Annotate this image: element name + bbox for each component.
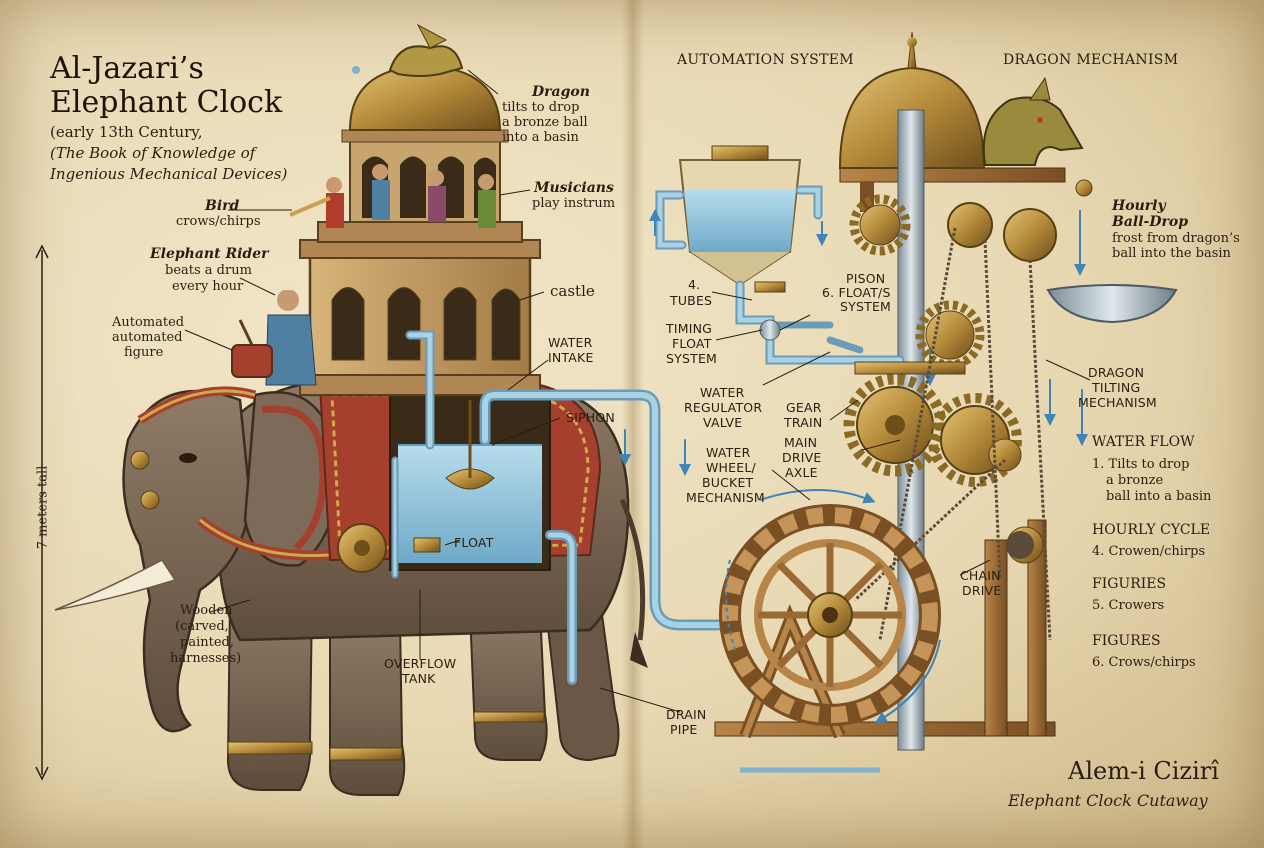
label-castle: castle bbox=[550, 282, 595, 300]
machine-frame bbox=[714, 31, 1178, 751]
label-siphon: SIPHON bbox=[566, 410, 615, 425]
label-wooden-1: Wooden bbox=[180, 603, 233, 618]
castle-tower bbox=[231, 23, 541, 397]
musician-figures bbox=[289, 164, 496, 228]
label-balldrop-desc-1: frost from dragon’s bbox=[1112, 231, 1240, 246]
legend-item: a bronze bbox=[1106, 473, 1164, 488]
header-automation-system: AUTOMATION SYSTEM bbox=[677, 52, 854, 68]
water-wheel bbox=[719, 489, 941, 773]
label-tilting-1: DRAGON bbox=[1088, 365, 1145, 380]
legend-item: 5. Crowers bbox=[1092, 598, 1165, 613]
label-drain-1: DRAIN bbox=[666, 707, 707, 722]
label-wooden-2: (carved, bbox=[175, 619, 229, 634]
label-gear-train-1: GEAR bbox=[786, 400, 822, 415]
label-dragon-desc-2: a bronze ball bbox=[502, 115, 588, 130]
label-regulator-2: REGULATOR bbox=[684, 400, 763, 415]
legend-heading-hourly-cycle: HOURLY CYCLE bbox=[1092, 522, 1211, 538]
gear-train bbox=[843, 194, 1057, 641]
title-line-2: Elephant Clock bbox=[50, 85, 283, 120]
label-axle-3: AXLE bbox=[785, 465, 818, 480]
header-dragon-mechanism: DRAGON MECHANISM bbox=[1003, 52, 1179, 68]
label-tilting-3: MECHANISM bbox=[1078, 395, 1157, 410]
label-rider-desc-1: beats a drum bbox=[165, 263, 252, 278]
label-float: FLOAT bbox=[454, 535, 494, 550]
height-measure bbox=[35, 244, 49, 781]
signature-caption: Elephant Clock Cutaway bbox=[1008, 791, 1208, 810]
label-drain-2: PIPE bbox=[670, 722, 698, 737]
subtitle-line-1: (early 13th Century, bbox=[50, 123, 203, 141]
cutaway-tank bbox=[389, 394, 551, 571]
elephant-rider-figure bbox=[231, 281, 317, 386]
label-tilting-2: TILTING bbox=[1092, 380, 1141, 395]
label-timing-2: FLOAT bbox=[672, 336, 712, 351]
label-wooden-4: harnesses) bbox=[170, 651, 242, 666]
left-leader-lines bbox=[184, 69, 561, 660]
label-bird-title: Bird bbox=[205, 198, 240, 214]
label-timing-3: SYSTEM bbox=[666, 351, 718, 366]
label-tubes-2: TUBES bbox=[670, 293, 713, 308]
label-overflow-2: TANK bbox=[402, 671, 436, 686]
right-leader-lines bbox=[599, 291, 1091, 713]
label-regulator-3: VALVE bbox=[703, 415, 743, 430]
left-water-pipes bbox=[391, 330, 741, 685]
label-balldrop-1: Hourly bbox=[1112, 198, 1166, 214]
label-musicians-title: Musicians bbox=[534, 180, 614, 196]
label-tubes-1: 4. bbox=[688, 277, 701, 292]
label-gear-train-2: TRAIN bbox=[784, 415, 823, 430]
label-bird-desc: crows/chirps bbox=[176, 214, 261, 229]
label-axle-1: MAIN bbox=[784, 435, 818, 450]
label-dragon-title: Dragon bbox=[532, 84, 590, 100]
label-dragon-desc-3: into a basin bbox=[502, 130, 579, 145]
label-pison-1: PISON bbox=[846, 271, 886, 286]
label-figure-3: figure bbox=[124, 345, 164, 360]
label-figure-1: Automated bbox=[112, 315, 185, 330]
label-dragon-desc-1: tilts to drop bbox=[502, 100, 580, 115]
label-chain-1: CHAIN bbox=[960, 568, 1001, 583]
label-rider-desc-2: every hour bbox=[172, 279, 244, 294]
label-pison-3: SYSTEM bbox=[840, 299, 892, 314]
legend-item: 1. Tilts to drop bbox=[1092, 457, 1190, 472]
label-chain-2: DRIVE bbox=[962, 583, 1002, 598]
legend-heading-figures: FIGURES bbox=[1092, 633, 1161, 649]
reservoir bbox=[678, 145, 802, 286]
label-pison-2: 6. FLOAT/S bbox=[822, 285, 891, 300]
elephant bbox=[54, 376, 648, 796]
label-rider-title: Elephant Rider bbox=[150, 246, 269, 262]
label-axle-2: DRIVE bbox=[782, 450, 822, 465]
label-water-intake-1: WATER bbox=[548, 335, 593, 350]
label-wooden-3: painted, bbox=[180, 635, 234, 650]
title-line-1: Al-Jazari’s bbox=[50, 51, 204, 86]
label-overflow-1: OVERFLOW bbox=[384, 656, 457, 671]
signature-name: Alem-i Cizirî bbox=[1068, 757, 1219, 785]
legend-heading-figuries: FIGURIES bbox=[1092, 576, 1167, 592]
subtitle-line-3: Ingenious Mechanical Devices) bbox=[50, 165, 288, 183]
label-water-intake-2: INTAKE bbox=[548, 350, 594, 365]
label-figure-2: automated bbox=[112, 330, 183, 345]
label-wheel-1: WATER bbox=[706, 445, 751, 460]
label-wheel-2: WHEEL/ bbox=[706, 460, 756, 475]
legend-item: 4. Crowen/chirps bbox=[1092, 544, 1206, 559]
legend-item: 6. Crows/chirps bbox=[1092, 655, 1196, 670]
legend-item: ball into a basin bbox=[1106, 489, 1212, 504]
pulley bbox=[1006, 531, 1034, 559]
label-balldrop-desc-2: ball into the basin bbox=[1112, 246, 1231, 261]
subtitle-line-2: (The Book of Knowledge of bbox=[50, 144, 256, 162]
label-musicians-desc: play instrum bbox=[532, 196, 616, 211]
label-balldrop-2: Ball-Drop bbox=[1112, 214, 1188, 230]
label-regulator-1: WATER bbox=[700, 385, 745, 400]
label-wheel-4: MECHANISM bbox=[686, 490, 765, 505]
label-timing-1: TIMING bbox=[666, 321, 713, 336]
legend-heading-water-flow: WATER FLOW bbox=[1092, 434, 1195, 450]
label-wheel-3: BUCKET bbox=[702, 475, 754, 490]
label-height: 7 meters tall bbox=[35, 465, 51, 550]
